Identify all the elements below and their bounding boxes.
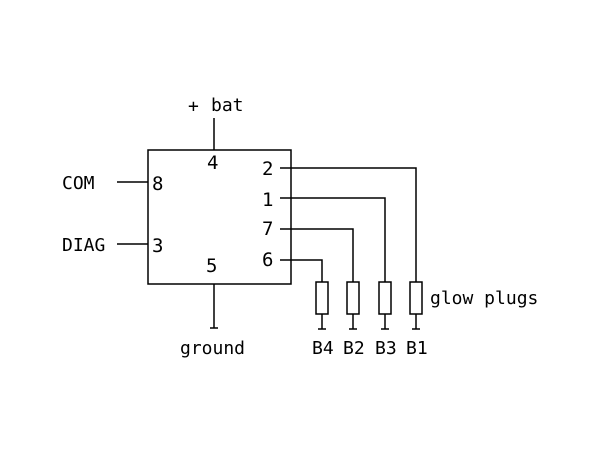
- glow-plug-b1-label: B1: [406, 338, 428, 359]
- glow-plug-b2: B2: [343, 281, 365, 359]
- glow-plug-b1-resistor: [409, 281, 423, 315]
- pin-5-label: 5: [206, 255, 217, 277]
- pin-7-label: 7: [262, 218, 273, 240]
- wire-pin1-to-b3: [280, 197, 386, 282]
- supply-plus-sign: +: [188, 96, 199, 117]
- pin-6-label: 6: [262, 249, 273, 271]
- glow-plug-b2-resistor: [346, 281, 360, 315]
- ground-label: ground: [180, 338, 245, 359]
- controller-box: [147, 149, 292, 285]
- glow-plug-b2-label: B2: [343, 338, 365, 359]
- glow-plug-b3: B3: [375, 281, 397, 359]
- wire-pin7-to-b2: [280, 228, 354, 282]
- pin-3-label: 3: [152, 235, 163, 257]
- pin-4-label: 4: [207, 152, 218, 174]
- glow-plugs-label: glow plugs: [430, 288, 538, 309]
- pin-2-label: 2: [262, 158, 273, 180]
- glow-plug-b3-label: B3: [375, 338, 397, 359]
- glow-plug-b1: B1: [406, 281, 428, 359]
- glow-plug-b4: B4: [312, 281, 334, 359]
- glow-plug-b4-label: B4: [312, 338, 334, 359]
- wire-pin2-to-b1: [280, 167, 417, 282]
- glow-plug-b3-resistor: [378, 281, 392, 315]
- pin-1-label: 1: [262, 189, 273, 211]
- wire-pin6-to-b4: [280, 259, 323, 282]
- glow-plug-b4-resistor: [315, 281, 329, 315]
- diag-label: DIAG: [62, 235, 105, 256]
- com-label: COM: [62, 173, 95, 194]
- supply-bat-label: bat: [211, 95, 244, 116]
- pin-8-label: 8: [152, 173, 163, 195]
